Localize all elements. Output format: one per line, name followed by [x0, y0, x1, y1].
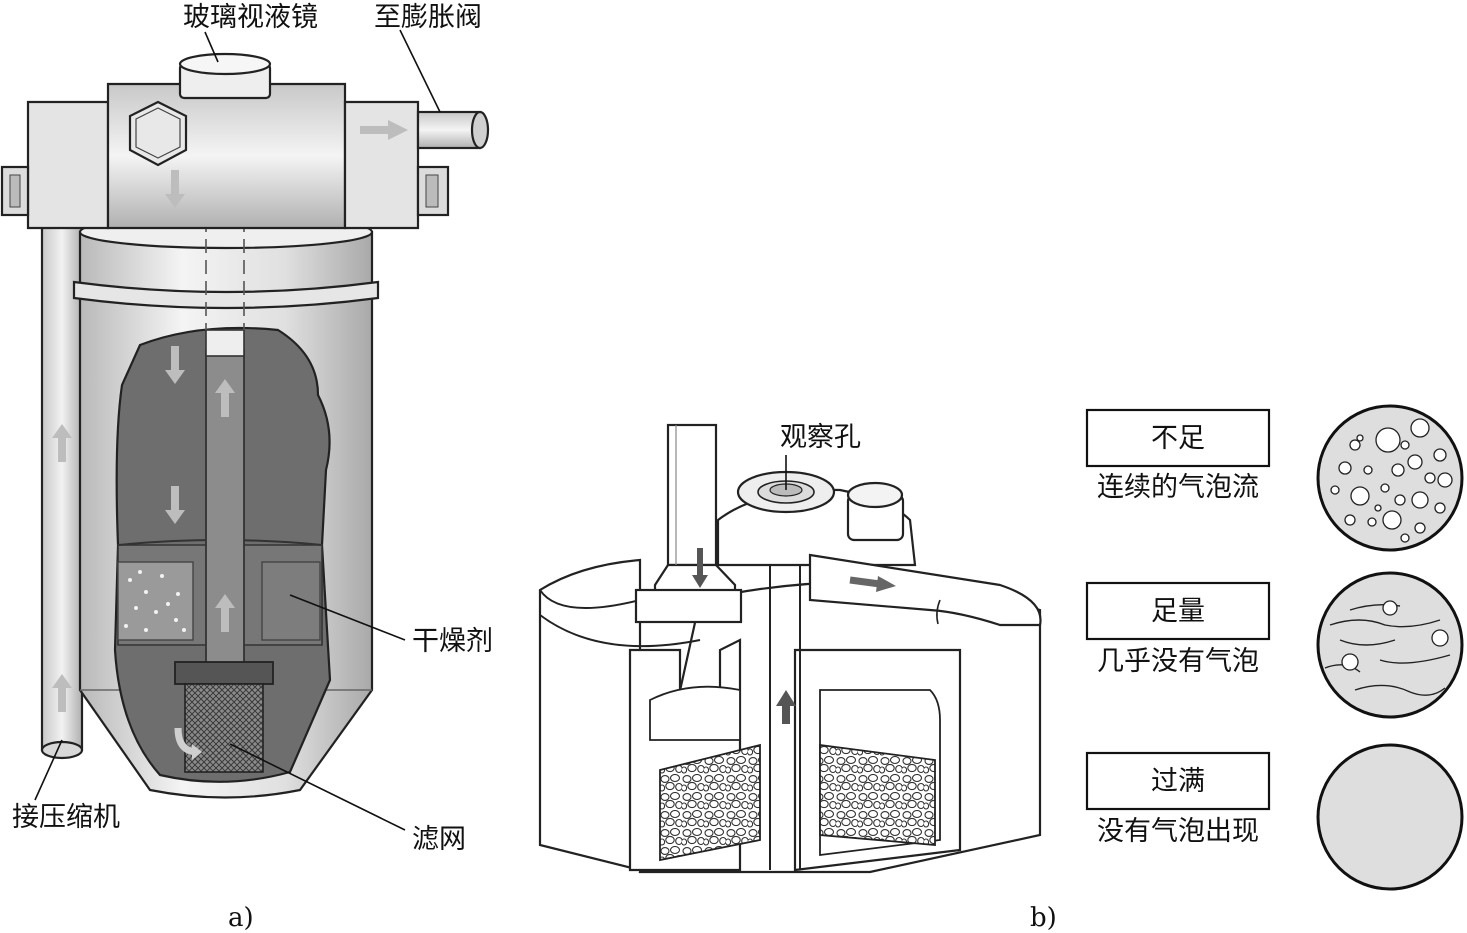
- desiccant-pack-left: [117, 561, 194, 641]
- state-insufficient: 不足 连续的气泡流: [1085, 404, 1464, 552]
- state-label: 过满: [1151, 766, 1205, 797]
- desiccant-bed-right: [819, 743, 936, 846]
- strainer-mesh: [184, 683, 264, 773]
- state-label-box: [1085, 581, 1271, 641]
- state-label-box: [1085, 751, 1271, 811]
- drier-body-cutaway: [538, 558, 642, 872]
- caption-b: b): [1030, 903, 1057, 933]
- state-overcharged: 过满 没有气泡出现: [1085, 743, 1464, 891]
- caption-a: a): [228, 903, 254, 933]
- label-to-expansion-valve: 至膨胀阀: [374, 2, 482, 33]
- sight-glass-clear: [1316, 743, 1464, 891]
- panel-b-drawing: [538, 423, 1042, 874]
- state-adequate: 足量 几乎没有气泡: [1085, 571, 1464, 719]
- label-from-compressor: 接压缩机: [12, 802, 120, 833]
- label-strainer: 滤网: [412, 824, 466, 855]
- state-label: 不足: [1151, 423, 1205, 454]
- panel-a-drawing: [0, 29, 490, 831]
- label-desiccant: 干燥剂: [412, 626, 493, 657]
- outlet-tube: [808, 553, 1042, 627]
- desiccant-bed-left: [659, 743, 761, 862]
- inlet-tube: [666, 423, 718, 567]
- state-label-box: [1085, 408, 1271, 468]
- state-description: 没有气泡出现: [1097, 816, 1259, 847]
- outlet-pipe: [416, 110, 482, 150]
- hex-plug: [128, 100, 188, 167]
- state-description: 连续的气泡流: [1097, 472, 1259, 503]
- state-description: 几乎没有气泡: [1097, 646, 1259, 677]
- label-sight-hole: 观察孔: [780, 422, 861, 453]
- label-sight-glass: 玻璃视液镜: [183, 2, 318, 33]
- state-label: 足量: [1151, 596, 1205, 627]
